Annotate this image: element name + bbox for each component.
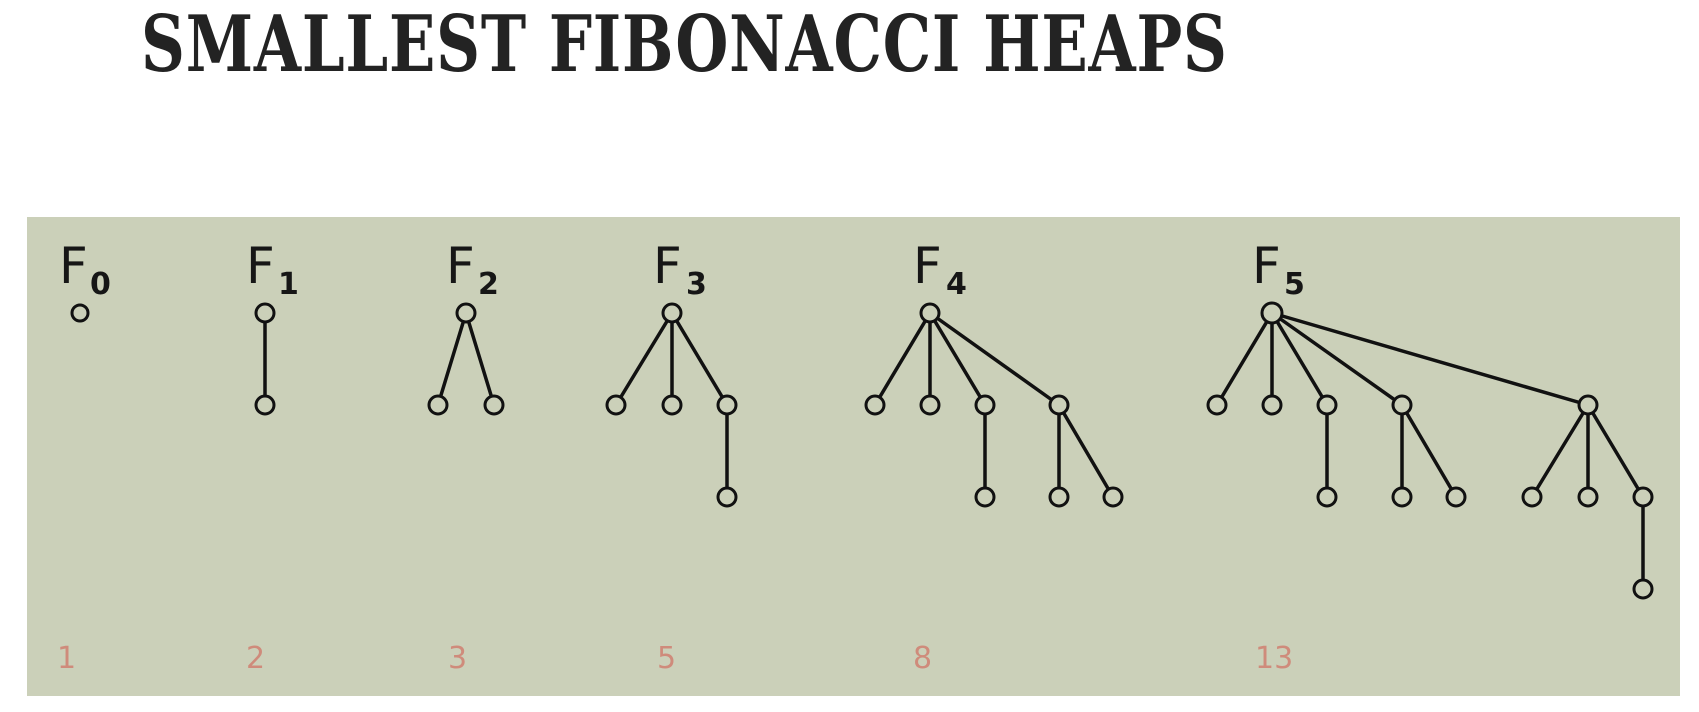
tree-edge	[614, 311, 674, 407]
tree-node	[1260, 301, 1284, 325]
heap-label-f5: F 5	[1252, 237, 1305, 302]
tree-node	[1048, 394, 1070, 416]
tree-node	[1632, 486, 1654, 508]
tree-node	[716, 486, 738, 508]
svg-text:3: 3	[686, 267, 707, 302]
tree-edge	[928, 311, 987, 407]
tree-node	[455, 302, 477, 324]
tree-node	[1261, 394, 1283, 416]
tree-node	[483, 394, 505, 416]
tree-node	[1391, 486, 1413, 508]
heap-node-count: 1	[57, 641, 76, 676]
tree-node	[254, 302, 276, 324]
tree-node	[1577, 394, 1599, 416]
heap-label-f0: F 0	[59, 237, 111, 302]
svg-text:0: 0	[90, 267, 111, 302]
heap-f3: F 3 5	[605, 237, 738, 676]
tree-node	[974, 486, 996, 508]
svg-text:F: F	[59, 237, 88, 295]
heap-node-count: 3	[448, 641, 467, 676]
tree-edge	[436, 311, 468, 407]
svg-text:F: F	[1252, 237, 1281, 295]
tree-node	[974, 394, 996, 416]
tree-edge	[1270, 311, 1329, 407]
tree-edge	[1057, 403, 1115, 499]
tree-edge	[1530, 403, 1590, 499]
svg-text:4: 4	[946, 267, 967, 302]
tree-edge	[873, 311, 932, 407]
svg-text:F: F	[446, 237, 475, 295]
tree-node	[1577, 486, 1599, 508]
tree-node	[1048, 486, 1070, 508]
heap-label-f4: F 4	[913, 237, 967, 302]
tree-node	[427, 394, 449, 416]
tree-node	[864, 394, 886, 416]
tree-node	[254, 394, 276, 416]
svg-text:2: 2	[478, 267, 499, 302]
tree-node	[1521, 486, 1543, 508]
tree-node	[1445, 486, 1467, 508]
tree-node	[1102, 486, 1124, 508]
heap-node-count: 13	[1255, 641, 1293, 676]
tree-node	[919, 394, 941, 416]
tree-node	[1206, 394, 1228, 416]
svg-text:F: F	[653, 237, 682, 295]
heap-node-count: 5	[657, 641, 676, 676]
heap-node-count: 8	[913, 641, 932, 676]
heap-f5: F 5	[1206, 237, 1654, 676]
svg-text:5: 5	[1284, 267, 1305, 302]
heap-f4: F 4 8	[864, 237, 1124, 676]
heap-label-f3: F 3	[653, 237, 707, 302]
tree-node	[1316, 394, 1338, 416]
fibonacci-heap-diagram: F 0 1 F 1 2 F 2	[57, 237, 1654, 676]
tree-node	[661, 302, 683, 324]
tree-node	[716, 394, 738, 416]
tree-node	[70, 303, 90, 323]
heap-f0: F 0 1	[57, 237, 111, 676]
slide-title: SMALLEST FIBONACCI HEAPS	[141, 0, 1228, 90]
heap-f1: F 1 2	[246, 237, 299, 676]
tree-edge	[928, 311, 1061, 407]
tree-edge	[1270, 311, 1404, 407]
tree-node	[1391, 394, 1413, 416]
svg-text:1: 1	[278, 267, 299, 302]
tree-edge	[1400, 403, 1458, 499]
tree-node	[661, 394, 683, 416]
tree-edge	[1215, 311, 1274, 407]
tree-edge	[1270, 311, 1590, 407]
tree-node	[919, 302, 941, 324]
tree-node	[605, 394, 627, 416]
tree-node	[1316, 486, 1338, 508]
svg-text:F: F	[913, 237, 942, 295]
tree-edge	[1586, 403, 1645, 499]
heap-f2: F 2 3	[427, 237, 505, 676]
heap-label-f1: F 1	[246, 237, 299, 302]
svg-text:F: F	[246, 237, 275, 295]
tree-node	[1632, 578, 1654, 600]
heap-node-count: 2	[246, 641, 265, 676]
heap-label-f2: F 2	[446, 237, 499, 302]
fibonacci-heap-diagram-panel: F 0 1 F 1 2 F 2	[27, 217, 1680, 696]
tree-edge	[464, 311, 496, 407]
tree-edge	[670, 311, 729, 407]
